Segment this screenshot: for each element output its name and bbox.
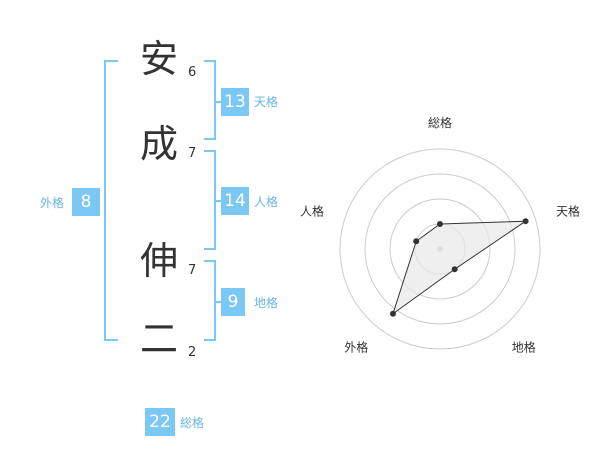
name-char-3: 伸 [140,239,179,283]
jinkaku-connector [214,200,221,202]
soukaku-label: 総格 [180,416,205,430]
name-char-4: 二 [140,317,179,361]
radar-axis-label-4: 外格 [344,340,368,355]
radar-point-1 [437,221,443,227]
radar-ring [339,148,541,350]
chikaku-connector [214,301,221,303]
jinkaku-value: 14 [221,187,249,215]
radar-polygon [392,220,528,316]
stroke-count-3: 7 [188,263,197,278]
jinkaku-label: 人格 [254,195,279,209]
radar-points [389,218,529,317]
radar-point-4 [389,310,396,317]
tenkaku-connector [214,101,221,103]
radar-axis-label-2: 天格 [556,203,580,218]
chikaku-bracket [204,260,216,341]
stroke-count-4: 2 [188,345,197,360]
radar-point-5 [413,238,420,245]
stroke-count-1: 6 [188,65,197,80]
name-char-2: 成 [140,122,179,166]
chikaku-label: 地格 [254,296,279,310]
radar-point-3 [451,266,458,273]
radar-axis-label-3: 地格 [512,340,536,355]
tenkaku-value: 13 [221,88,249,116]
tenkaku-label: 天格 [254,95,279,109]
radar-axis-label-1: 総格 [428,115,452,130]
radar-ring [389,198,491,300]
gaikaku-value: 8 [72,188,100,216]
radar-ring [364,173,516,325]
radar-axis-label-5: 人格 [300,203,324,218]
gaikaku-label: 外格 [40,196,65,210]
gaikaku-bracket [104,60,118,341]
stroke-count-2: 7 [188,146,197,161]
radar-series-polygon [392,220,528,316]
radar-point-2 [522,218,529,225]
name-char-1: 安 [140,37,179,81]
tenkaku-bracket [204,60,216,140]
soukaku-value: 22 [145,408,175,436]
chikaku-value: 9 [221,288,245,316]
